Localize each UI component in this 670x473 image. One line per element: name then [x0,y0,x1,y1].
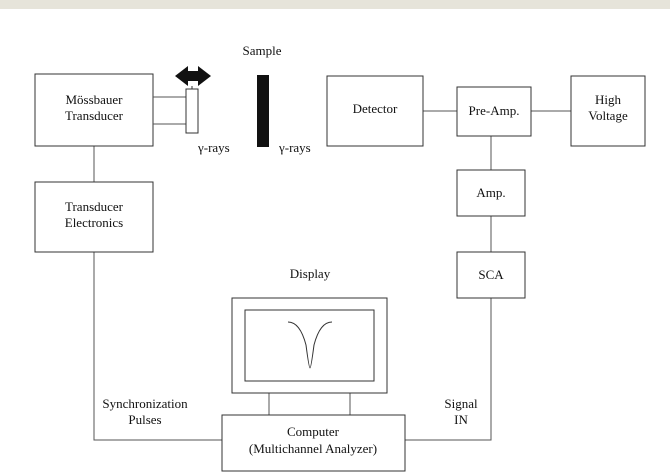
mossbauer-transducer-line1: Mössbauer [65,92,123,107]
wire-sync-pulses [93,252,222,441]
detector-label: Detector [353,101,398,116]
preamp-box [456,86,532,137]
computer-line2: (Multichannel Analyzer) [249,441,377,456]
computer-box [221,414,406,472]
double-arrow-icon [175,66,211,89]
high-voltage-line2: Voltage [588,108,628,123]
transducer-electronics-box [34,181,154,253]
sync-label-line2: Pulses [128,412,161,427]
mossbauer-transducer-line2: Transducer [65,108,124,123]
display-screen [244,309,375,382]
gamma-rays-right-label: γ-rays [278,140,311,155]
transducer-electronics-line1: Transducer [65,199,124,214]
sca-label: SCA [478,267,504,282]
signal-label-line1: Signal [444,396,478,411]
sample-bar [257,75,269,147]
gamma-rays-left-label: γ-rays [197,140,230,155]
display-label: Display [290,266,331,281]
computer-line1: Computer [287,424,340,439]
sample-label: Sample [243,43,282,58]
top-band [0,0,670,9]
wire-signal-in [405,298,492,441]
preamp-label: Pre-Amp. [469,103,520,118]
transducer-electronics-line2: Electronics [65,215,123,230]
signal-label-line2: IN [454,412,468,427]
detector-box [326,75,424,147]
high-voltage-line1: High [595,92,622,107]
sca-box [456,251,526,299]
high-voltage-box [570,75,646,147]
amp-label: Amp. [476,185,505,200]
source-holder [185,88,199,134]
absorption-dip-curve [287,321,333,369]
mossbauer-transducer-box [34,73,154,147]
sync-label-line1: Synchronization [102,396,188,411]
amp-box [456,169,526,217]
